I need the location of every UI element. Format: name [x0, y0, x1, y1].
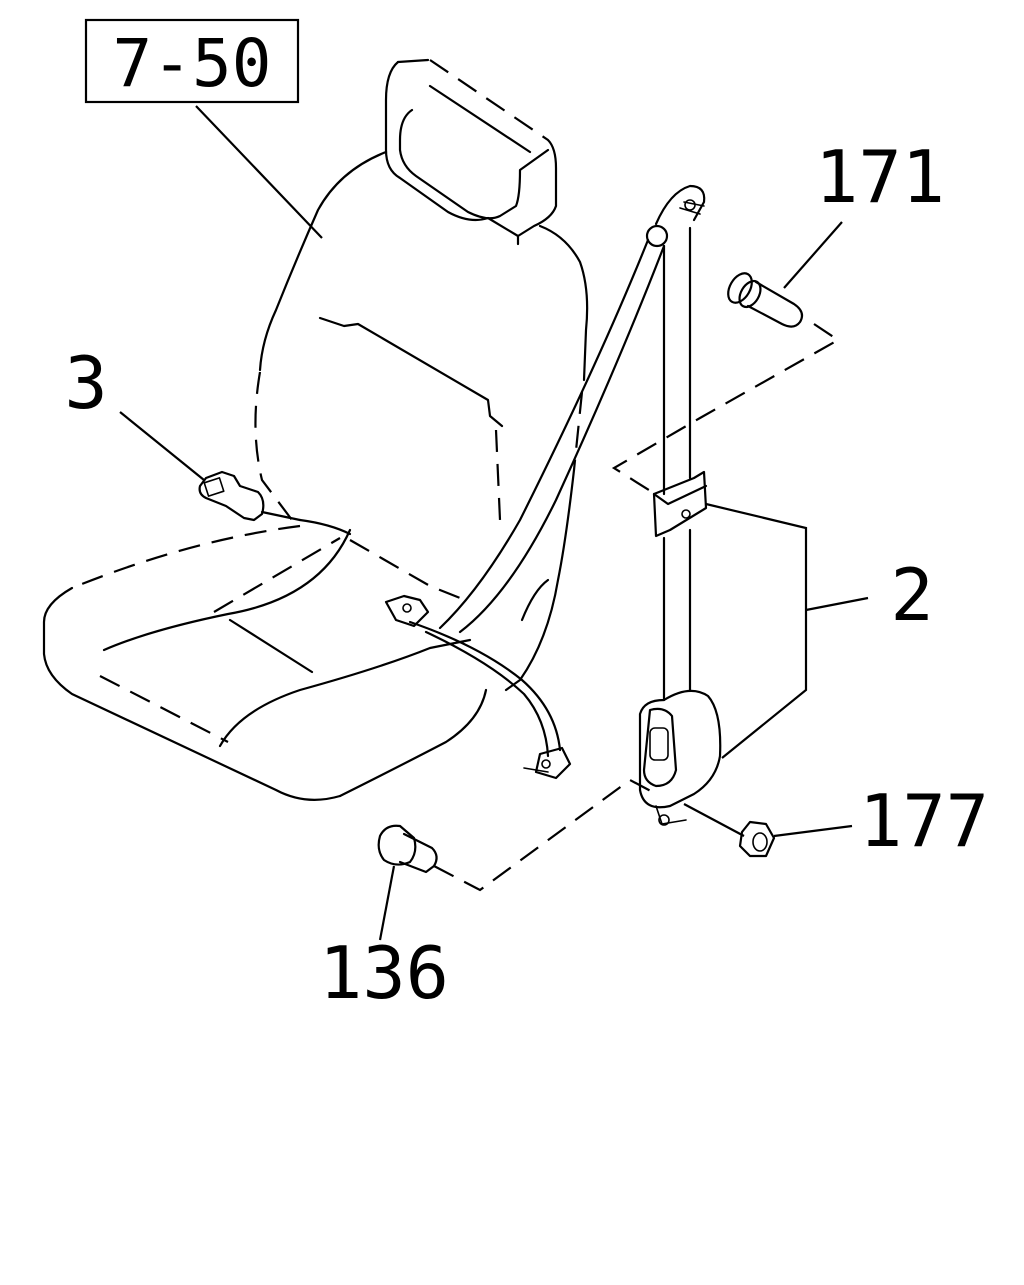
callout-136-label: 136: [319, 931, 449, 1015]
bolt-171-assembly-path: [611, 323, 841, 493]
retractor[interactable]: [638, 689, 722, 826]
bolt-136-assembly-path: [433, 778, 661, 892]
cushion-back-hidden: [71, 524, 301, 590]
cushion-seam-hidden: [99, 675, 229, 743]
lap-tongue-hole: [402, 603, 412, 613]
callout-177-label: 177: [859, 779, 989, 863]
backrest-left-hidden: [254, 371, 293, 521]
upper-anchor-plate: [654, 184, 706, 226]
cushion-rear-hidden: [349, 539, 471, 604]
callout-177-leader: [773, 824, 853, 838]
callout-136-leader: [378, 865, 396, 941]
buckle-button: [203, 477, 225, 497]
bolt-136-head: [377, 824, 417, 866]
cushion-top-left: [102, 528, 352, 652]
callout-3-leader: [119, 411, 205, 481]
cushion-front-edge: [42, 586, 342, 801]
backrest-right-edge: [538, 224, 589, 382]
upper-guide-loop: [645, 224, 669, 248]
buckle-body: [198, 470, 265, 522]
bolt-171-head: [727, 272, 753, 304]
lap-belt-lower: [424, 630, 550, 758]
cushion-rear-edge: [298, 518, 352, 536]
lap-tongue-plate: [384, 594, 430, 628]
headrest-front: [384, 60, 520, 238]
guide-bracket-body: [652, 470, 708, 538]
lap-belt-upper: [408, 620, 562, 752]
reference-leader-line: [195, 105, 323, 239]
retractor-mount-tab: [655, 805, 687, 825]
retractor-housing: [638, 689, 722, 809]
buckle-strap: [260, 510, 302, 522]
backrest-left-edge: [258, 150, 388, 372]
callout-171-leader: [783, 221, 843, 289]
backrest-side-panel: [520, 578, 550, 622]
callout-2-label: 2: [890, 553, 933, 637]
shoulder-belt-left: [438, 238, 650, 630]
backrest-inner-hidden: [494, 429, 502, 521]
cushion-side-panel: [218, 638, 472, 748]
callout-2-bracket: [705, 502, 808, 759]
nut-177[interactable]: [738, 820, 776, 858]
reference-label: 7-50: [113, 25, 272, 102]
lap-end-fitting: [534, 746, 572, 780]
callout-171-label: 171: [815, 135, 945, 219]
cushion-fold-hidden: [213, 537, 341, 613]
lap-end-bolt: [523, 767, 549, 773]
lap-end-hole: [541, 759, 551, 769]
seat-illustration: [42, 58, 589, 801]
shoulder-belt-right: [458, 244, 666, 634]
retractor-cover: [642, 707, 678, 788]
headrest-top-edge: [429, 59, 549, 141]
backrest-seam: [318, 316, 504, 428]
backrest-right-hidden: [572, 391, 584, 471]
bolt-171[interactable]: [723, 269, 804, 328]
reference-box[interactable]: 7-50: [84, 18, 300, 104]
belt-guide-bracket[interactable]: [652, 470, 708, 538]
headrest-top-left: [396, 58, 430, 64]
bolt-171-washer: [738, 279, 762, 309]
headrest-side: [516, 138, 558, 246]
guide-bracket-top: [652, 484, 708, 506]
upper-anchor-bolt: [679, 201, 705, 215]
belt-webbing[interactable]: [384, 184, 706, 780]
retractor-mount-hole: [658, 814, 670, 826]
cushion-crease: [228, 618, 314, 674]
guide-bracket-hole: [681, 509, 691, 519]
upper-anchor-hole: [684, 199, 696, 211]
nut-177-body: [738, 820, 776, 858]
headrest-inner: [398, 108, 550, 220]
nut-177-hole: [752, 832, 768, 852]
seat-belt-buckle[interactable]: [198, 470, 302, 522]
retractor-window: [649, 727, 669, 761]
callout-3-label: 3: [64, 341, 107, 425]
backrest-side-lower: [504, 468, 576, 692]
cushion-right-front: [338, 688, 488, 798]
bolt-136[interactable]: [377, 824, 438, 874]
bolt-171-shank: [746, 280, 804, 328]
bolt-136-shank: [398, 832, 438, 874]
headrest-crease: [428, 84, 532, 154]
callout-2-leader: [805, 596, 869, 612]
nut-177-assembly-line: [683, 803, 745, 837]
